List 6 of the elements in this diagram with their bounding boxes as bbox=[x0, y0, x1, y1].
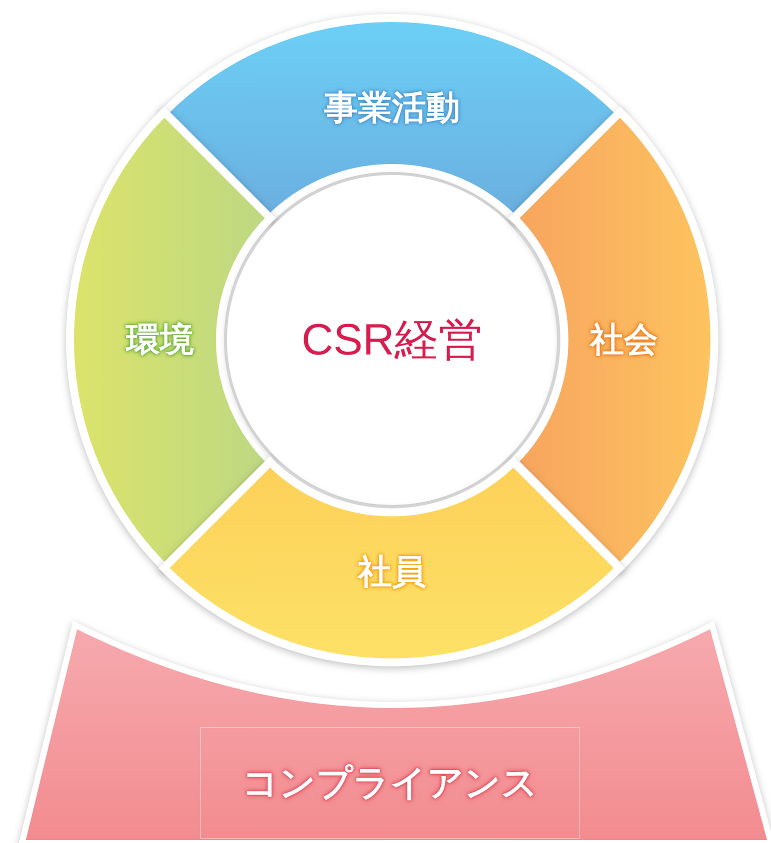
segment-label: 社会 bbox=[590, 318, 658, 362]
segment-label: 社員 bbox=[358, 550, 426, 594]
segment-label: 事業活動 bbox=[324, 87, 460, 130]
segment-label: 環境 bbox=[126, 318, 194, 362]
base-label: コンプライアンス bbox=[242, 762, 538, 806]
center-label: CSR経営 bbox=[302, 314, 482, 366]
